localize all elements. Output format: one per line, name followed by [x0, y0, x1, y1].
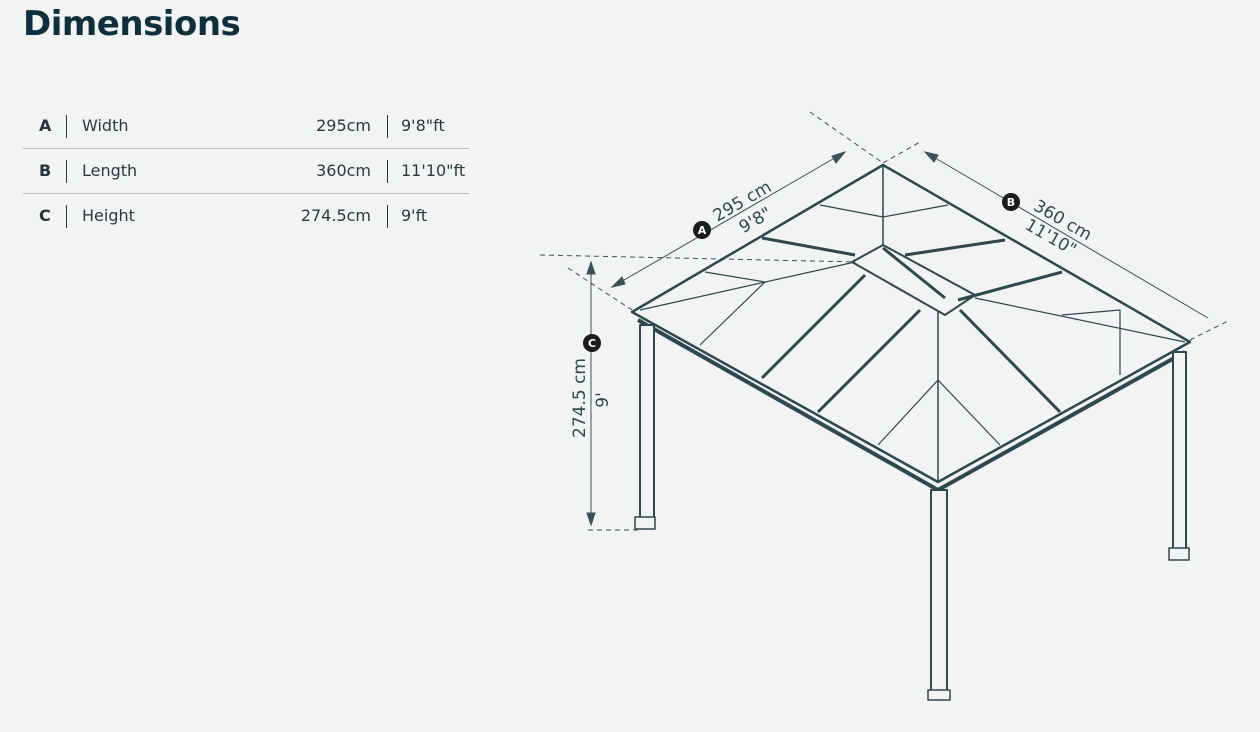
gazebo-frame [630, 163, 1192, 701]
row-ft: 11'10"ft [401, 161, 466, 180]
row-cm: 360cm [316, 161, 371, 180]
row-key: C [39, 206, 51, 225]
height-imperial: 9' [593, 392, 613, 408]
row-name: Length [82, 161, 138, 180]
row-cm: 295cm [316, 116, 371, 135]
dimension-a-label: A 295 cm 9'8" [693, 177, 775, 239]
row-ft: 9'8"ft [401, 116, 445, 135]
badge-b: B [1007, 196, 1015, 209]
badge-b-icon [1002, 193, 1020, 211]
badge-c-icon [583, 334, 601, 352]
divider [387, 115, 388, 138]
height-metric: 274.5 cm [570, 358, 590, 438]
row-cm: 274.5cm [300, 206, 371, 225]
dimensions-table: A Width 295cm 9'8"ft B Length 360cm 11'1… [23, 104, 469, 238]
badge-a: A [698, 224, 707, 237]
row-name: Height [82, 206, 135, 225]
row-key: B [39, 161, 52, 180]
table-row: A Width 295cm 9'8"ft [23, 104, 469, 149]
page-title: Dimensions [23, 4, 241, 44]
divider [66, 115, 67, 138]
dimension-arrows [586, 151, 1209, 527]
divider [387, 160, 388, 183]
table-row: C Height 274.5cm 9'ft [23, 194, 469, 238]
row-ft: 9'ft [401, 206, 428, 225]
table-row: B Length 360cm 11'10"ft [23, 149, 469, 194]
dimension-c-label: C 274.5 cm 9' [570, 334, 613, 438]
guide-lines [539, 111, 1231, 531]
divider [66, 160, 67, 183]
divider [66, 205, 67, 228]
row-key: A [39, 116, 52, 135]
badge-a-icon [693, 221, 711, 239]
badge-c: C [588, 337, 596, 350]
row-name: Width [82, 116, 129, 135]
divider [387, 205, 388, 228]
dimension-b-label: B 360 cm 11'10" [1002, 193, 1095, 260]
